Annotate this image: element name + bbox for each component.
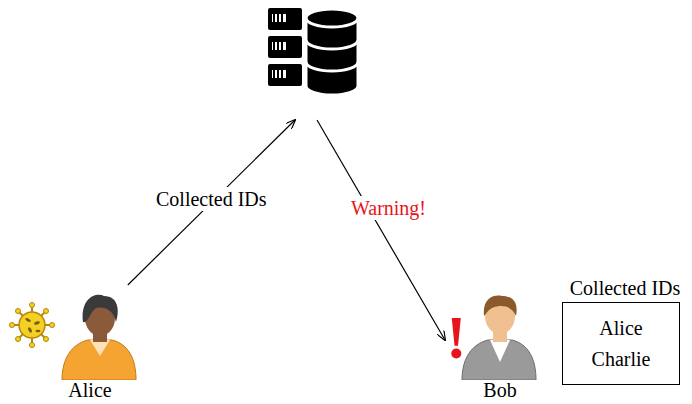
person-node: Alice [20,285,160,402]
person-name: Alice [20,378,160,402]
person-name: Bob [445,378,555,402]
edge-label: Collected IDs [152,187,271,211]
server-node [262,2,362,120]
edge-label: Warning! [347,196,430,220]
arrow-connector [317,120,445,340]
id-list-node: Collected IDsAliceCharlie [560,276,690,387]
arrow-connector [128,120,295,285]
id-entry: Charlie [567,347,675,371]
person-with-virus-icon [0,280,170,380]
server-icon [262,2,362,102]
list-heading: Collected IDs [560,276,690,300]
id-list-box: AliceCharlie [562,302,680,385]
alert-mark: ! [446,306,467,368]
id-entry: Alice [567,316,675,340]
